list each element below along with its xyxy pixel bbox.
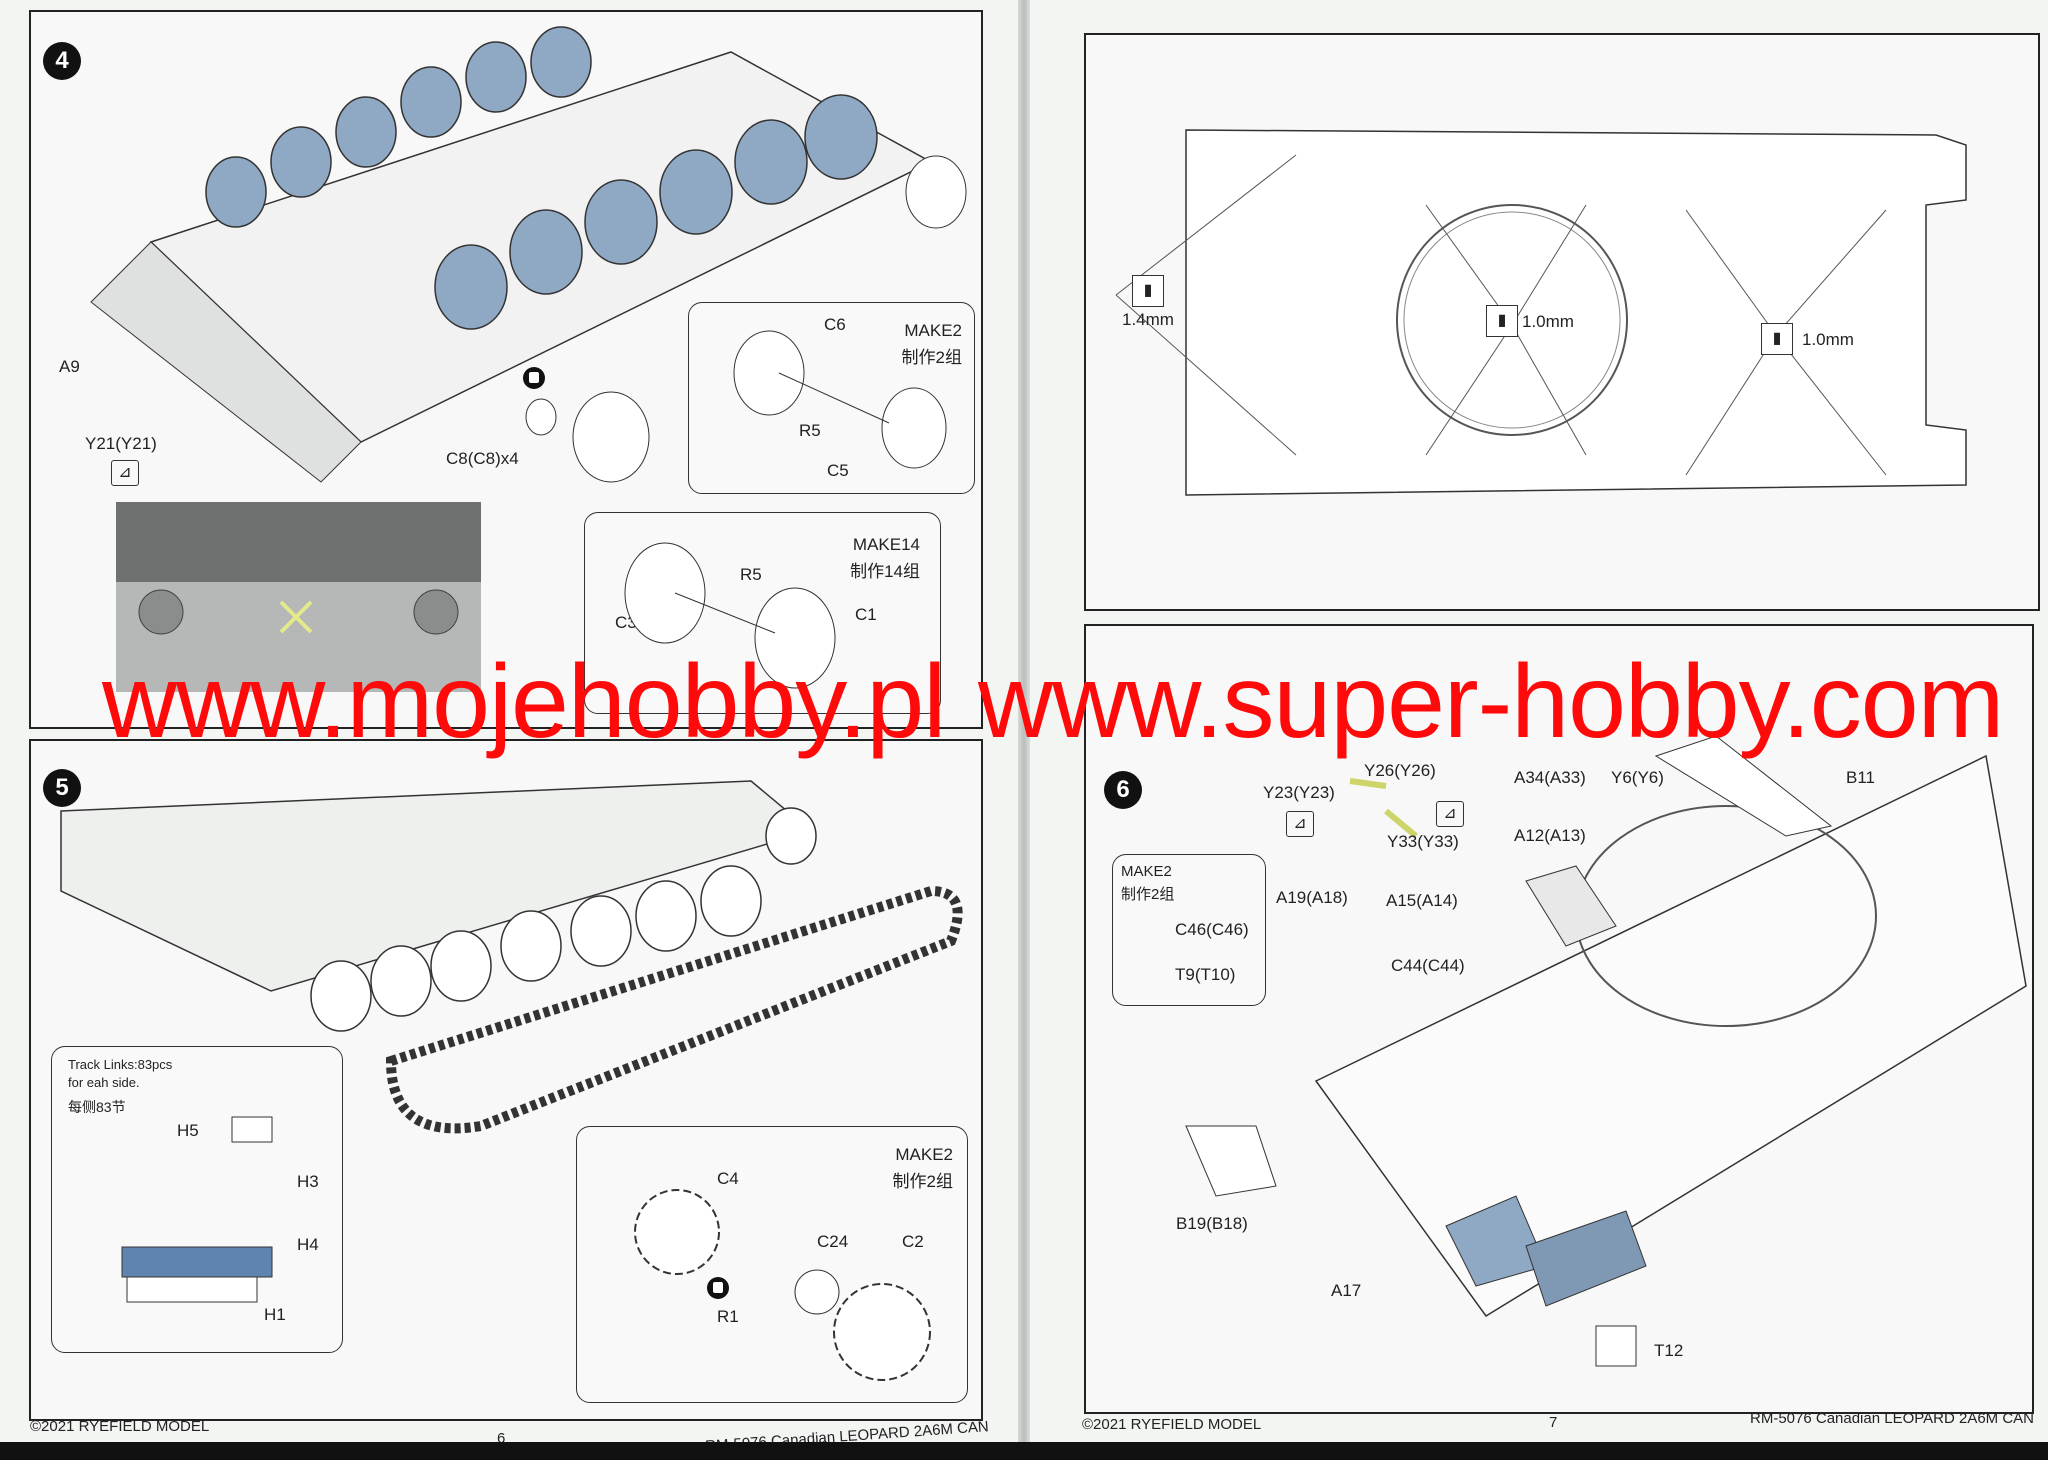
step-5-panel: 5 Track Links:83pcs for eah side. 每侧83节 … — [29, 739, 983, 1421]
make-title: MAKE2 — [1121, 863, 1172, 880]
part-label-c1: C1 — [855, 605, 877, 624]
watermark-right: www.super-hobby.com — [978, 644, 2004, 760]
part-label-y23: Y23(Y23) — [1263, 783, 1335, 802]
make14-callout: MAKE14 制作14组 R5 C1 C3 — [584, 512, 941, 714]
make2-callout: MAKE2 制作2组 C46(C46) T9(T10) — [1112, 854, 1266, 1006]
page-edge-shadow — [0, 1442, 2048, 1460]
make-title-cn: 制作14组 — [850, 562, 920, 581]
drill-size-1: 1.4mm — [1122, 310, 1174, 329]
step-4-panel: 4 A9 Y21(Y21) ⊿ C8(C8)x4 MAKE2 制作2组 C6 R… — [29, 10, 983, 729]
make-title: MAKE2 — [895, 1145, 953, 1164]
glue-icon — [707, 1277, 729, 1299]
step-number: 5 — [43, 769, 81, 807]
part-label-t9: T9(T10) — [1175, 965, 1236, 984]
part-label-t12: T12 — [1654, 1341, 1684, 1360]
footer-page-number: 6 — [497, 1430, 506, 1447]
part-label-b11: B11 — [1846, 768, 1875, 787]
wheel-assembly-drawing — [624, 542, 836, 689]
sprocket-drawing — [634, 1189, 931, 1381]
hull-top-drawing — [1115, 129, 1967, 496]
track-note-line1: Track Links:83pcs — [68, 1057, 173, 1072]
part-label-c24: C24 — [817, 1232, 849, 1251]
part-label-h5: H5 — [177, 1121, 199, 1140]
part-label-y33: Y33(Y33) — [1387, 832, 1459, 851]
part-label-h1: H1 — [264, 1305, 286, 1324]
part-label-y21: Y21(Y21) — [85, 434, 157, 453]
decal-icon: ⊿ — [1436, 801, 1464, 827]
part-label-c5: C5 — [827, 461, 849, 480]
footer-copyright: ©2021 RYEFIELD MODEL — [1082, 1416, 1262, 1433]
part-label-a15: A15(A14) — [1386, 891, 1458, 910]
wheel-assembly-drawing — [733, 330, 947, 469]
hull-track-drawing — [60, 780, 963, 1134]
part-label-c6: C6 — [824, 315, 846, 334]
decal-icon: ⊿ — [1286, 811, 1314, 837]
part-label-h3: H3 — [297, 1172, 319, 1191]
drill-size-3: 1.0mm — [1802, 330, 1854, 349]
part-label-c8: C8(C8)x4 — [446, 449, 519, 468]
part-label-r5: R5 — [799, 421, 821, 440]
make-title: MAKE14 — [852, 535, 920, 554]
drill-icon: ▮ — [1486, 305, 1518, 337]
hull-deck-drawing — [1185, 735, 2027, 1367]
hull-drawing — [90, 26, 967, 692]
road-wheels — [205, 26, 878, 330]
part-label-b19: B19(B18) — [1176, 1214, 1248, 1233]
part-label-c46: C46(C46) — [1175, 920, 1249, 939]
footer-product: RM-5076 Canadian LEOPARD 2A6M CAN — [1750, 1410, 2035, 1427]
track-link-drawing — [121, 1116, 273, 1303]
track-note-line2: for eah side. — [68, 1075, 140, 1090]
make-title-cn: 制作2组 — [1121, 886, 1175, 903]
make-title-cn: 制作2组 — [901, 348, 962, 367]
book-spine — [1018, 0, 1030, 1460]
part-label-r5: R5 — [740, 565, 762, 584]
step-number: 6 — [1104, 771, 1142, 809]
drill-icon: ▮ — [1761, 323, 1793, 355]
part-label-y6: Y6(Y6) — [1611, 768, 1664, 787]
make2-callout: MAKE2 制作2组 C4 C24 C2 R1 — [576, 1126, 968, 1403]
part-label-h4: H4 — [297, 1235, 319, 1254]
footer-page-number: 7 — [1549, 1414, 1558, 1431]
part-label-a34: A34(A33) — [1514, 768, 1586, 787]
step-number: 4 — [43, 42, 81, 80]
drill-size-2: 1.0mm — [1522, 312, 1574, 331]
footer-copyright: ©2021 RYEFIELD MODEL — [30, 1418, 210, 1435]
watermark-left: www.mojehobby.pl — [102, 644, 946, 760]
part-label-a17: A17 — [1331, 1281, 1362, 1300]
step-6-panel: 6 Y6(Y6) B11 Y26(Y26) Y23(Y23) A34(A33) … — [1084, 624, 2034, 1414]
drill-panel: ▮ 1.4mm ▮ 1.0mm ▮ 1.0mm — [1084, 33, 2040, 611]
part-label-a19: A19(A18) — [1276, 888, 1348, 907]
part-label-y26: Y26(Y26) — [1364, 761, 1436, 780]
track-note-cn: 每侧83节 — [68, 1099, 126, 1115]
part-label-c2: C2 — [902, 1232, 924, 1251]
decal-icon: ⊿ — [111, 460, 139, 486]
part-label-a9: A9 — [59, 357, 80, 376]
part-label-a12: A12(A13) — [1514, 826, 1586, 845]
make2-callout: MAKE2 制作2组 C6 R5 C5 — [688, 302, 975, 494]
track-links-callout: Track Links:83pcs for eah side. 每侧83节 H5… — [51, 1046, 343, 1353]
part-label-c44: C44(C44) — [1391, 956, 1465, 975]
make-title: MAKE2 — [904, 321, 962, 340]
make-title-cn: 制作2组 — [892, 1172, 953, 1191]
part-label-r1: R1 — [717, 1307, 739, 1326]
glue-icon — [523, 367, 545, 389]
drill-icon: ▮ — [1132, 275, 1164, 307]
part-label-c4: C4 — [717, 1169, 739, 1188]
